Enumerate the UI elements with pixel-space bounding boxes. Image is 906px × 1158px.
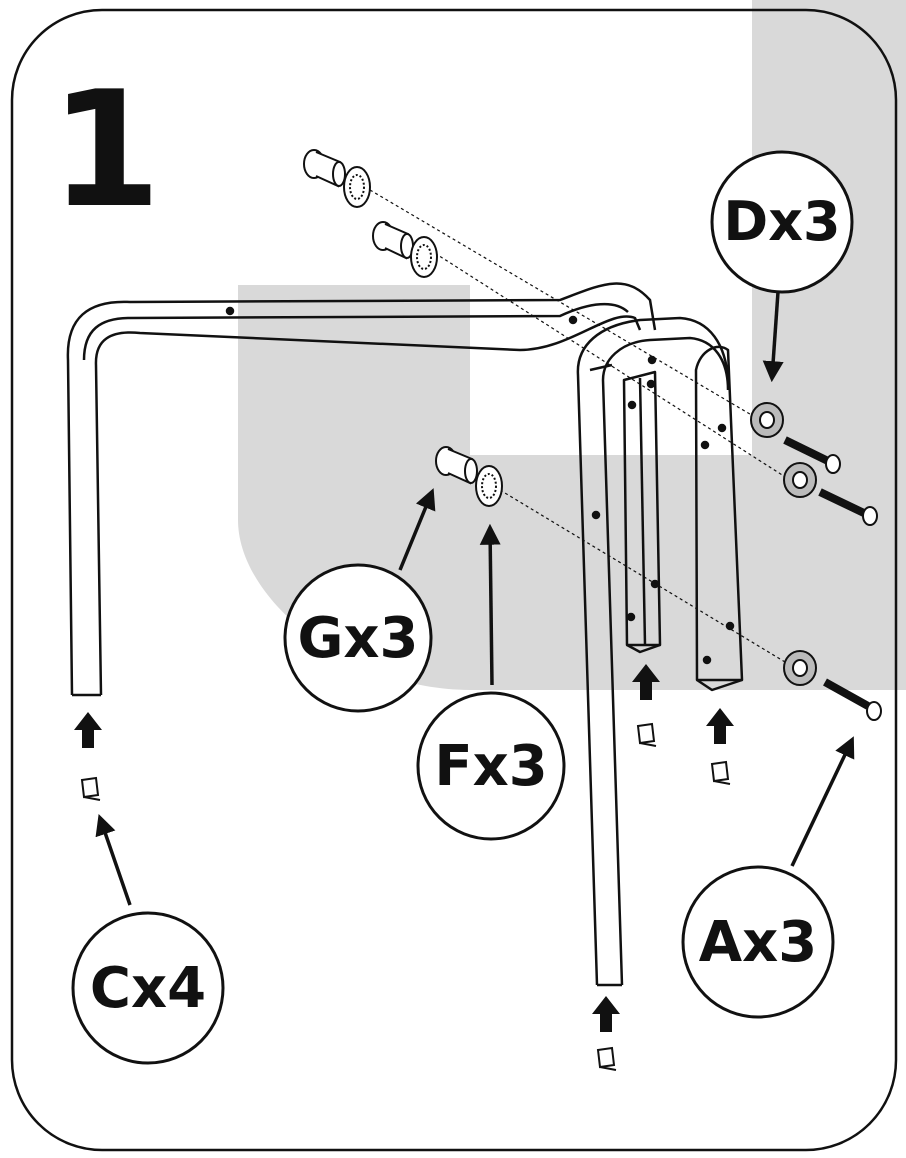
foot-cap-inner-left: [632, 664, 660, 747]
callout-c: Cx4: [71, 911, 225, 1065]
washer-f-top: [343, 166, 371, 208]
up-arrow-icon: [706, 708, 734, 744]
left-frame: [66, 282, 657, 697]
alignment-lines: [369, 189, 791, 666]
background-shading: [238, 0, 906, 690]
callout-f: Fx3: [416, 691, 566, 841]
up-arrow-icon: [74, 712, 102, 748]
rivet-g-front: [435, 446, 478, 485]
up-arrow-icon: [632, 664, 660, 700]
callout-d: Dx3: [710, 150, 854, 294]
page-frame: [10, 8, 898, 1152]
rivet-g-mid: [372, 221, 414, 260]
callout-d-label: Dx3: [723, 190, 840, 253]
bolt-a-1: [783, 436, 841, 474]
washer-d-2: [783, 462, 817, 498]
callout-g-label: Gx3: [297, 606, 418, 671]
callout-f-label: Fx3: [434, 734, 547, 799]
rivet-g-top: [303, 149, 346, 188]
callout-c-label: Cx4: [90, 956, 206, 1021]
step-number: 1: [50, 56, 161, 243]
washer-d-1: [750, 402, 784, 438]
callout-a-label: Ax3: [699, 910, 817, 975]
foot-cap-left: [74, 712, 102, 801]
washer-f-mid: [410, 236, 438, 278]
washer-d-3: [783, 650, 817, 686]
foot-cap-middle: [592, 996, 620, 1071]
leader-arrows: [95, 291, 855, 906]
bolt-a-2: [818, 488, 878, 526]
callout-a: Ax3: [681, 865, 835, 1019]
foot-cap-inner-right: [706, 708, 734, 785]
inner-legs: [225, 306, 744, 692]
washer-f-front: [475, 465, 503, 507]
up-arrow-icon: [592, 996, 620, 1032]
bolt-a-3: [823, 678, 882, 721]
callout-g: Gx3: [283, 563, 433, 713]
